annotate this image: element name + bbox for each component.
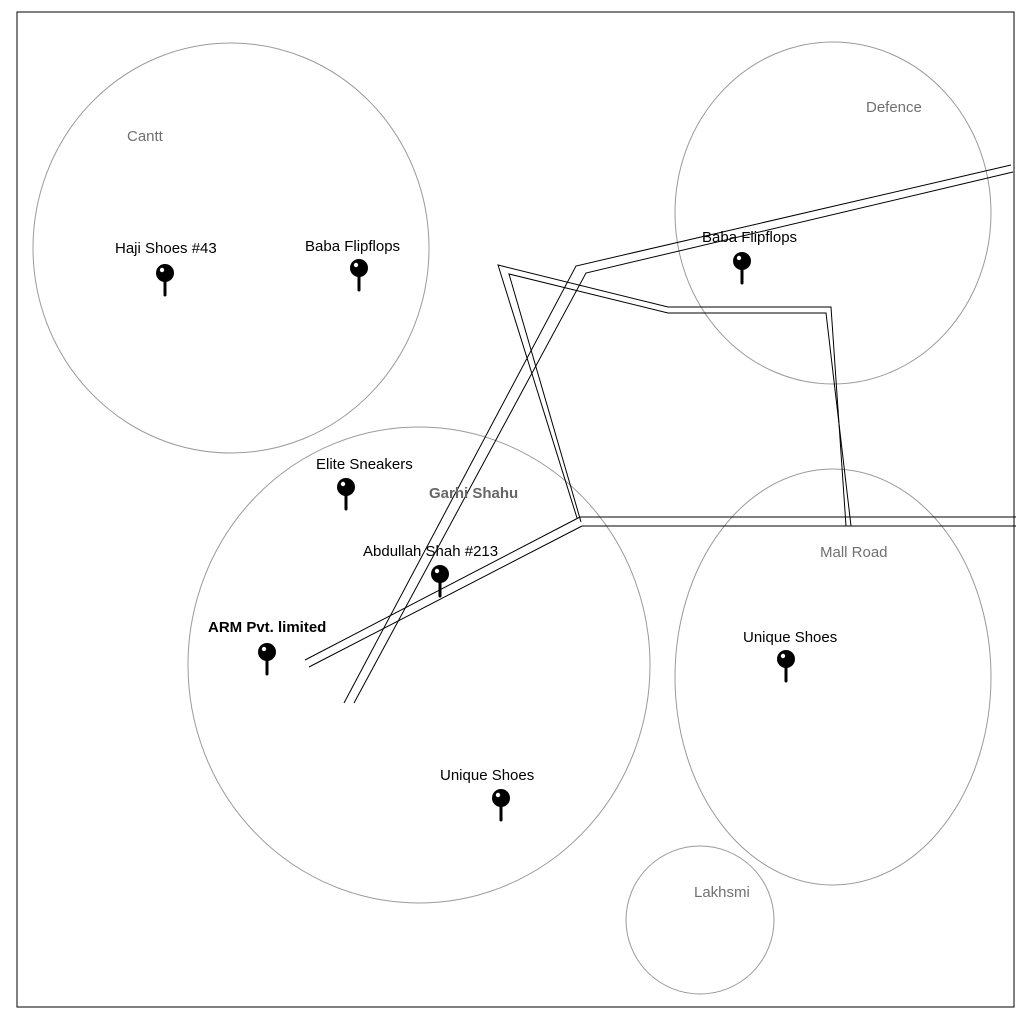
map-border bbox=[16, 11, 1015, 1008]
shop-label-unique-shoes-mall: Unique Shoes bbox=[743, 629, 837, 646]
shop-label-baba-flipflops-defence: Baba Flipflops bbox=[702, 229, 797, 246]
pin-baba-flipflops-defence-icon[interactable] bbox=[733, 252, 751, 285]
pin-layer bbox=[156, 252, 795, 822]
road-diagonal-main bbox=[343, 164, 1014, 704]
pin-baba-flipflops-cantt-icon[interactable] bbox=[350, 259, 368, 292]
road-upper-loop bbox=[497, 264, 852, 527]
pin-elite-sneakers-icon[interactable] bbox=[337, 478, 355, 511]
shop-label-arm-pvt: ARM Pvt. limited bbox=[208, 619, 326, 636]
shop-label-abdullah-shah: Abdullah Shah #213 bbox=[363, 543, 498, 560]
area-label-garhi-shahu: Garhi Shahu bbox=[429, 485, 518, 502]
pin-haji-shoes-icon[interactable] bbox=[156, 264, 174, 297]
area-lakhsmi-circle[interactable] bbox=[625, 845, 775, 995]
shop-label-haji-shoes: Haji Shoes #43 bbox=[115, 240, 217, 257]
road-mall-east bbox=[580, 516, 1016, 527]
area-label-lakhsmi: Lakhsmi bbox=[694, 884, 750, 901]
area-defence-circle[interactable] bbox=[674, 41, 992, 385]
area-label-cantt: Cantt bbox=[127, 128, 164, 145]
shop-label-unique-shoes-garhi: Unique Shoes bbox=[440, 767, 534, 784]
shop-label-baba-flipflops-cantt: Baba Flipflops bbox=[305, 238, 400, 255]
area-garhi-shahu-circle[interactable] bbox=[187, 426, 651, 904]
pin-arm-pvt-icon[interactable] bbox=[258, 643, 276, 676]
shop-label-elite-sneakers: Elite Sneakers bbox=[316, 456, 413, 473]
area-label-mall-road: Mall Road bbox=[820, 544, 888, 561]
area-cantt-circle[interactable] bbox=[32, 42, 430, 454]
pin-abdullah-shah-icon[interactable] bbox=[431, 565, 449, 598]
road-southwest bbox=[304, 516, 583, 668]
area-label-defence: Defence bbox=[866, 99, 922, 116]
pin-unique-shoes-mall-icon[interactable] bbox=[777, 650, 795, 683]
area-mall-road-circle[interactable] bbox=[674, 468, 992, 886]
pin-unique-shoes-garhi-icon[interactable] bbox=[492, 789, 510, 822]
